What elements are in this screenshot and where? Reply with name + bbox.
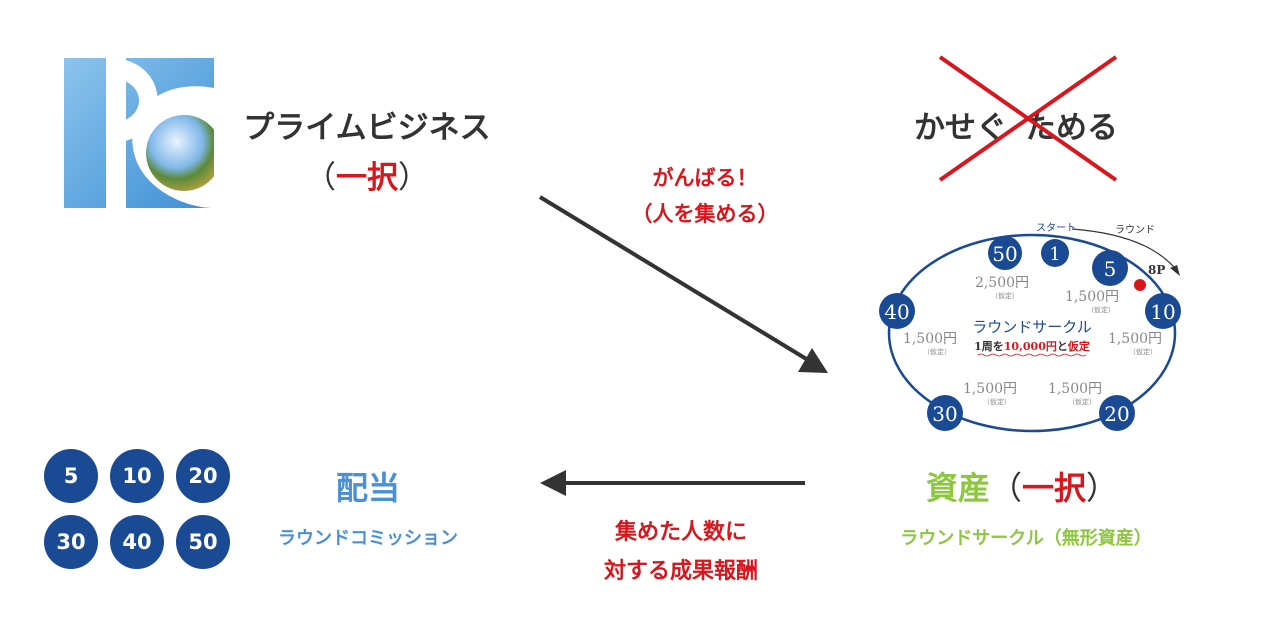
asset-label: 資産 — [925, 469, 990, 507]
svg-text:20: 20 — [1104, 402, 1129, 426]
amount-note: （仮定） — [1068, 397, 1096, 406]
earn-text: かせぐ — [914, 110, 1007, 146]
amount-note: （仮定） — [991, 291, 1019, 300]
dividend-number: 5 — [44, 449, 98, 503]
asset-choice: 一択 — [1022, 469, 1087, 507]
dividend-number: 20 — [176, 449, 230, 503]
svg-text:10: 10 — [1150, 300, 1175, 324]
node-30: 30 — [927, 395, 963, 431]
prime-business-title: プライムビジネス — [243, 110, 491, 146]
amount-value: 1,500円 — [963, 381, 1017, 397]
asset-title: 資産（一択） — [925, 469, 1119, 507]
round-arrow — [1071, 228, 1179, 273]
dividend-number: 40 — [110, 515, 164, 569]
prime-business-logo — [64, 58, 222, 208]
cross-out-icon — [938, 55, 1118, 182]
round-label: ラウンド — [1115, 224, 1155, 236]
node-1: 1 — [1041, 239, 1069, 267]
svg-text:40: 40 — [884, 300, 909, 324]
dividend-number: 30 — [44, 515, 98, 569]
circle-track — [887, 233, 1177, 433]
reward-line2: 対する成果報酬 — [603, 559, 759, 584]
amount-value: 2,500円 — [975, 275, 1029, 291]
dividend-number: 50 — [176, 515, 230, 569]
circle-title: ラウンドサークル — [972, 318, 1092, 336]
dividend-number: 10 — [110, 449, 164, 503]
node-10: 10 — [1145, 293, 1181, 329]
svg-text:1: 1 — [1049, 244, 1060, 265]
svg-text:30: 30 — [932, 402, 957, 426]
amount-value: 1,500円 — [1048, 381, 1102, 397]
effort-line1: がんばる！ — [652, 166, 758, 190]
choice-label: 一択 — [336, 160, 398, 196]
position-marker — [1134, 279, 1146, 291]
dividend-subtitle: ラウンドコミッション — [278, 528, 458, 549]
amount-value: 1,500円 — [903, 331, 957, 347]
node-20: 20 — [1099, 395, 1135, 431]
amount-note: （仮定） — [923, 347, 951, 356]
node-5: 5 — [1092, 250, 1128, 286]
amount-value: 1,500円 — [1065, 289, 1119, 305]
amount-note: （仮定） — [1129, 347, 1157, 356]
amount-note: （仮定） — [1087, 305, 1115, 314]
reward-line1: 集めた人数に — [614, 520, 748, 545]
node-40: 40 — [879, 293, 915, 329]
circle-note: 1周を10,000円と仮定 — [974, 339, 1090, 353]
dividend-title: 配当 — [335, 469, 401, 507]
prime-business-choice: （一択） — [305, 152, 429, 197]
amount-note: （仮定） — [983, 397, 1011, 406]
svg-text:5: 5 — [1104, 257, 1117, 281]
amount-value: 1,500円 — [1108, 331, 1162, 347]
effort-line2: （人を集める） — [631, 202, 779, 226]
start-label: スタート — [1036, 222, 1076, 234]
paren-close: ） — [398, 160, 429, 196]
points-label: 8P — [1148, 263, 1165, 277]
svg-text:50: 50 — [992, 242, 1017, 266]
asset-subtitle: ラウンドサークル（無形資産） — [900, 528, 1152, 549]
node-50: 50 — [988, 236, 1022, 270]
paren-open: （ — [305, 160, 336, 196]
